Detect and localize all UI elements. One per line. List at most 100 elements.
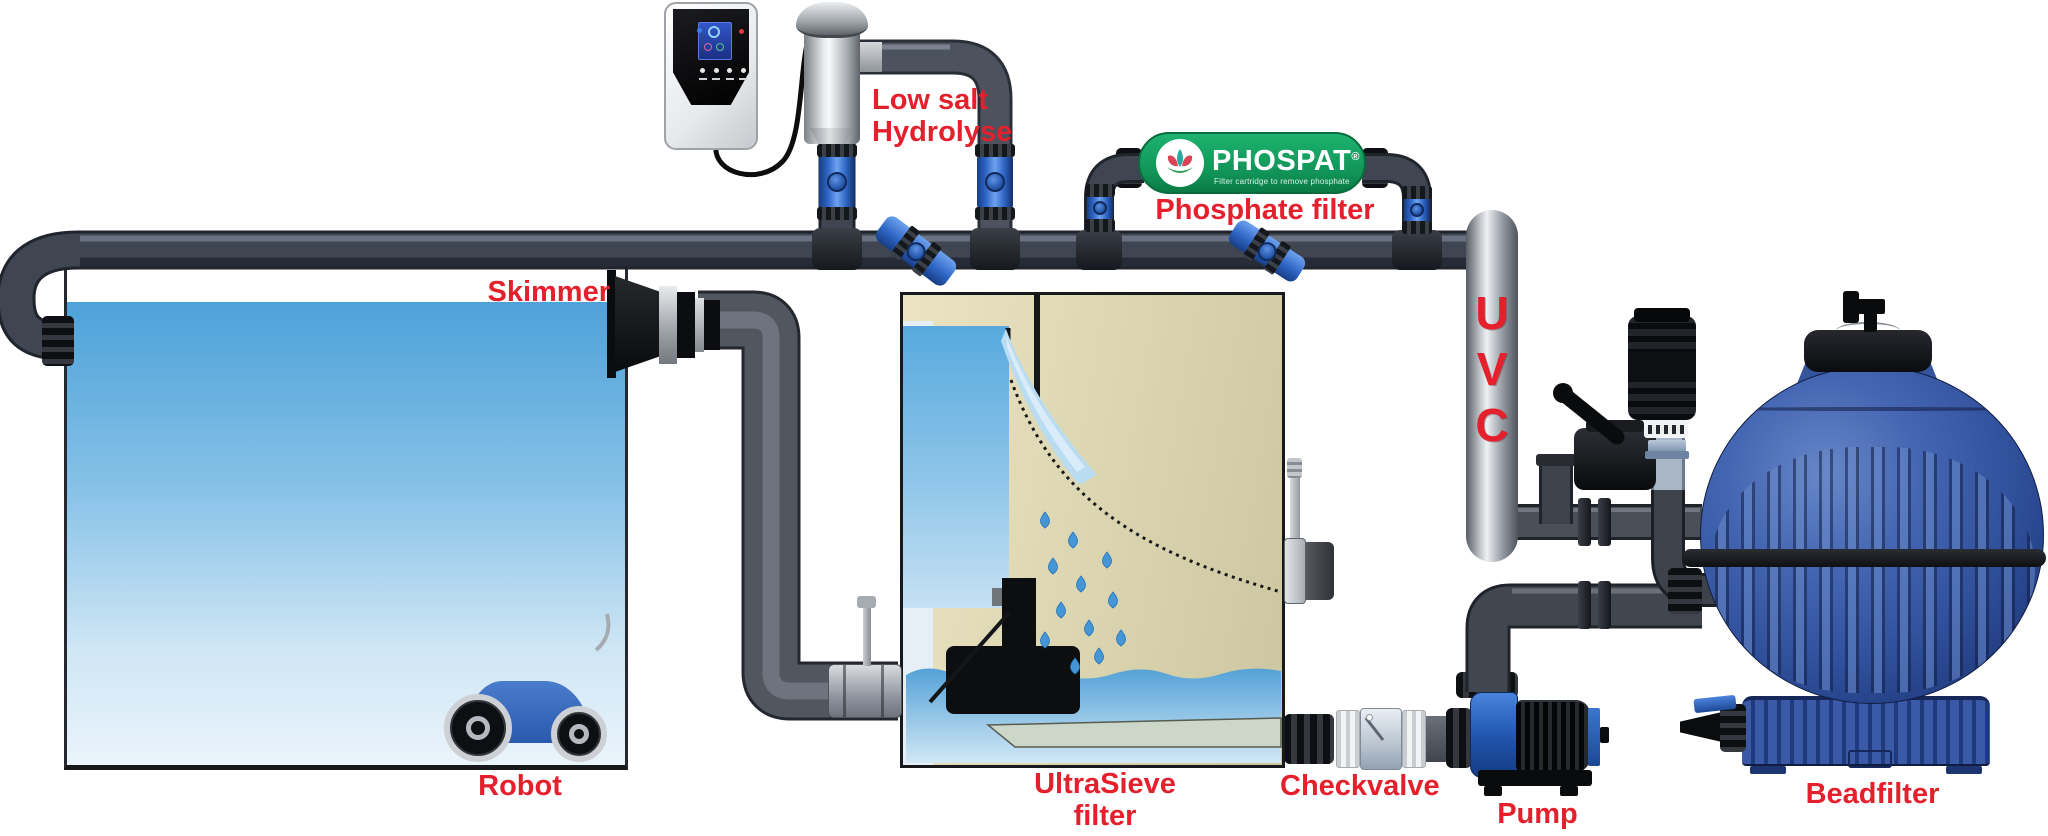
union-clamp	[1578, 498, 1612, 546]
pump-base	[1478, 770, 1592, 786]
multiport-valve-body	[1574, 428, 1656, 490]
skimmer-ring	[659, 286, 677, 364]
controller-cable	[713, 35, 812, 178]
uvc-letter: C	[1475, 399, 1509, 451]
ball-valve-small	[1402, 186, 1432, 234]
controller-button-labels	[699, 78, 747, 80]
skimmer-outlet-stub	[704, 300, 720, 350]
checkvalve-outlet-connector	[1426, 716, 1446, 762]
ball-valve-small	[1085, 184, 1115, 232]
skimmer-funnel	[615, 276, 659, 372]
multiport-valve-top	[1586, 420, 1644, 432]
hydrolyse-cell-cap	[796, 2, 868, 38]
standpipe-cap	[1287, 458, 1302, 478]
canister-cap	[1634, 308, 1690, 322]
canister-clamp	[1645, 451, 1689, 459]
pump-inlet-union	[1446, 708, 1472, 768]
skimmer-body-segment	[677, 292, 695, 358]
tee-fitting	[812, 228, 862, 270]
tee-fitting	[1392, 230, 1442, 270]
label-beadfilter: Beadfilter	[1805, 778, 1940, 810]
checkvalve-body	[1360, 708, 1402, 770]
pool-return-inlet	[42, 316, 74, 366]
beadfilter-ribs	[1709, 447, 2035, 693]
tank-inlet-coupler	[828, 664, 902, 718]
multiport-riser-flange	[1536, 454, 1576, 466]
inlet-coupler-handle-cap	[857, 596, 876, 608]
pool	[64, 268, 628, 770]
sieve-outlet-flange	[1284, 538, 1306, 604]
beadfilter-seam	[1715, 407, 2031, 411]
uvc-unit: U V C	[1466, 210, 1518, 562]
pump-foot	[1484, 786, 1502, 796]
beadfilter-air-valve	[1843, 291, 1859, 323]
tee-fitting	[1076, 230, 1122, 270]
dirt-pedestal-base	[946, 646, 1080, 714]
uvc-letter: U	[1475, 287, 1509, 339]
label-pump: Pump	[1497, 798, 1578, 830]
checkvalve-union-ring	[1336, 710, 1360, 768]
status-led-blue	[697, 28, 702, 33]
robot-wheel	[551, 706, 607, 762]
beadfilter-air-valve-stem	[1864, 313, 1877, 332]
union-clamp	[1578, 581, 1612, 629]
robot-cable	[594, 613, 611, 652]
ultrasieve-tank	[900, 292, 1285, 768]
label-low-salt-line1: Low salt	[872, 84, 989, 116]
beadfilter-foot	[1946, 766, 1982, 774]
meter-icon	[704, 43, 712, 51]
sieve-outlet-drum	[1306, 542, 1334, 600]
label-phosphate-filter: Phosphate filter	[1155, 194, 1375, 226]
beadfilter-vessel	[1700, 366, 2044, 704]
tank-inlet-chamber-water	[903, 326, 1009, 608]
skimmer-ring-small	[695, 298, 704, 352]
beadfilter-base-notch	[1848, 750, 1892, 768]
chamber-floor-line	[928, 611, 1011, 704]
label-skimmer: Skimmer	[487, 276, 610, 308]
canister-threaded-connector	[1644, 420, 1688, 438]
label-checkvalve: Checkvalve	[1280, 770, 1440, 802]
registered-mark: ®	[1351, 151, 1360, 163]
pump-cable-gland	[1600, 727, 1609, 743]
sieve-plate	[985, 717, 1282, 748]
tank-internals	[906, 328, 1282, 763]
checkvalve-inlet-coupler	[1284, 714, 1334, 764]
ball-valve	[975, 144, 1015, 220]
beadfilter-lid	[1804, 330, 1932, 372]
beadfilter-drain-collar	[1720, 704, 1746, 752]
sieve-screen-curve	[1009, 379, 1282, 594]
inlet-coupler-handle	[863, 606, 871, 666]
phospat-brand: PHOSPAT®	[1212, 145, 1360, 177]
label-ultrasieve-filter: UltraSieve filter	[1034, 768, 1176, 832]
canister-clamp	[1648, 440, 1686, 452]
phospat-lotus-logo-icon	[1156, 139, 1204, 187]
label-low-salt-line2: Hydrolyse	[872, 116, 1013, 148]
beadfilter-clamp-band	[1682, 549, 2046, 567]
controller-buttons	[700, 68, 746, 73]
skimmer-mount-plate	[607, 270, 616, 378]
phospat-tagline: Filter cartridge to remove phosphate	[1214, 177, 1350, 186]
meter-icon	[716, 43, 724, 51]
phosphate-cartridge: PHOSPAT® Filter cartridge to remove phos…	[1138, 132, 1366, 194]
label-robot: Robot	[478, 770, 562, 802]
hydrolyse-cell-outlet	[858, 42, 882, 72]
pump-motor	[1516, 700, 1590, 772]
hydrolyse-controller	[664, 2, 758, 150]
tee-fitting	[970, 228, 1020, 270]
pump-volute	[1470, 692, 1518, 778]
standpipe-rod	[1290, 476, 1300, 546]
prefilter-canister	[1628, 316, 1696, 420]
beadfilter-port-coupler	[1668, 568, 1702, 614]
water-droplets	[1040, 511, 1126, 675]
controller-screen	[698, 22, 732, 60]
gauge-icon	[708, 26, 720, 38]
pump-end-plate	[1588, 708, 1600, 766]
label-low-salt-hydrolyse: Low salt Hydrolyse	[872, 84, 1012, 148]
water-chute	[1001, 329, 1097, 485]
uvc-letter: V	[1476, 343, 1508, 395]
checkvalve-union-ring	[1402, 710, 1426, 768]
pump-foot	[1560, 786, 1578, 796]
status-led-red	[739, 29, 744, 34]
robot-wheel	[444, 694, 512, 762]
